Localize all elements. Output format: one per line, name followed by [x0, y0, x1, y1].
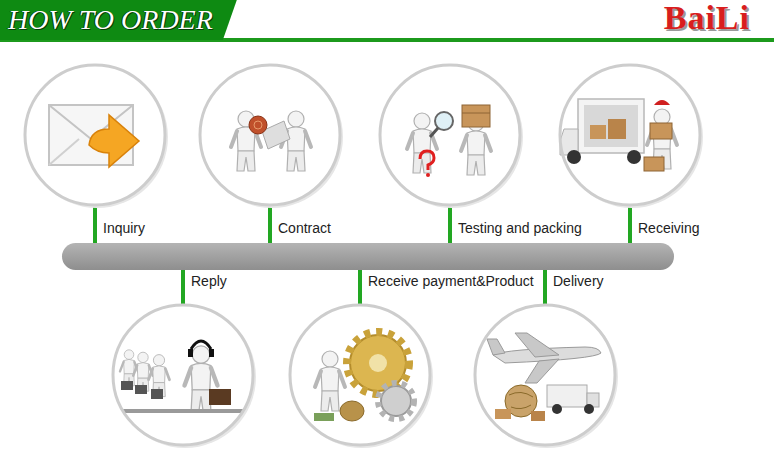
- brand-logo: BaiLi: [664, 0, 750, 36]
- testing-icon: [407, 105, 491, 177]
- step-label: Inquiry: [103, 219, 145, 237]
- delivery-icon: [487, 333, 601, 421]
- step-label-holder: Testing and packing: [458, 219, 582, 237]
- step-circle: [198, 63, 342, 207]
- step-label: Receive payment&Product: [368, 272, 534, 290]
- step-label-holder: Contract: [278, 219, 331, 237]
- title-text: HOW TO ORDER: [0, 0, 237, 40]
- step-circle: [558, 63, 702, 207]
- step-circle-outline: [380, 65, 520, 205]
- step-label-holder: Inquiry: [103, 219, 145, 237]
- step-circle: [473, 303, 617, 447]
- step-circle-outline: [475, 305, 615, 445]
- contract-icon: [231, 111, 311, 171]
- step-circle: [288, 303, 432, 447]
- step-label: Receiving: [638, 219, 699, 237]
- step-node: Testing and packing: [378, 63, 586, 239]
- step-node: Reply: [111, 272, 255, 447]
- circle-grounds: [25, 65, 703, 448]
- step-label: Testing and packing: [458, 219, 582, 237]
- step-circle: [378, 63, 522, 207]
- step-circle-outline: [560, 65, 700, 205]
- title-banner: HOW TO ORDER: [0, 0, 237, 40]
- envelope-icon: [49, 105, 139, 167]
- step-label: Reply: [191, 272, 227, 290]
- step-node: Receiving: [558, 63, 704, 239]
- step-circle: [111, 303, 255, 447]
- step-circle-outline: [290, 305, 430, 445]
- step-circle: [23, 63, 167, 207]
- step-node: Receive payment&Product: [288, 272, 538, 447]
- step-label: Delivery: [553, 272, 604, 290]
- step-circle-outline: [200, 65, 340, 205]
- gears-icon: [314, 332, 414, 421]
- step-circle-outline: [113, 305, 253, 445]
- call-centre-icon: [120, 341, 243, 413]
- timeline-bar: [62, 243, 674, 270]
- truck-icon: [560, 99, 677, 171]
- step-label-holder: Reply: [191, 272, 227, 290]
- step-label-holder: Receive payment&Product: [368, 272, 534, 290]
- step-circle-outline: [25, 65, 165, 205]
- step-node: Contract: [198, 63, 342, 239]
- step-label-holder: Receiving: [638, 219, 699, 237]
- step-label-holder: Delivery: [553, 272, 604, 290]
- step-node: Inquiry: [23, 63, 167, 239]
- step-node: Delivery: [473, 272, 617, 447]
- step-label: Contract: [278, 219, 331, 237]
